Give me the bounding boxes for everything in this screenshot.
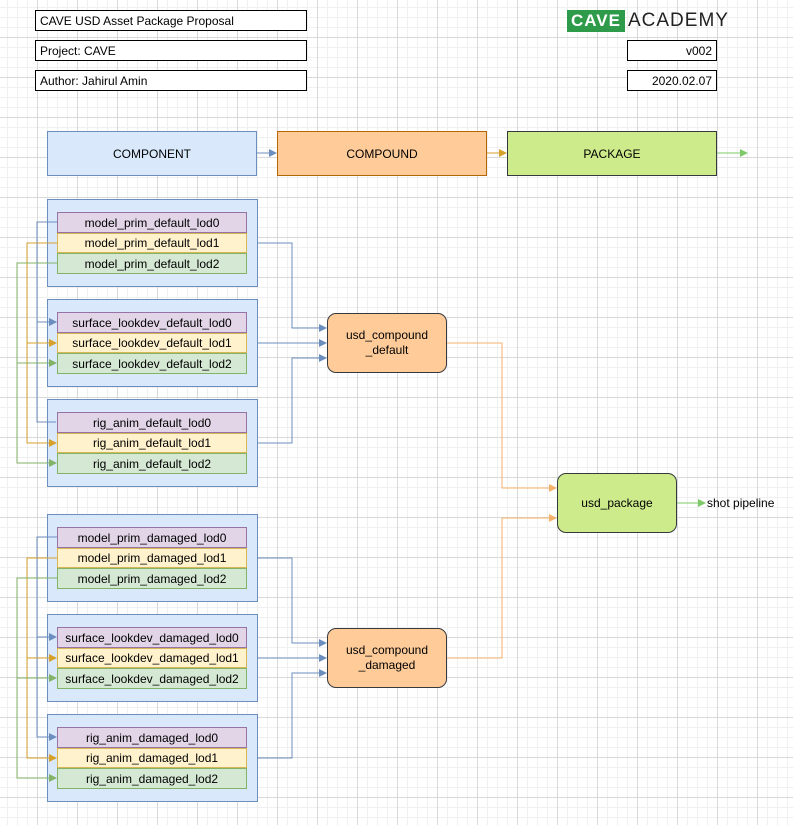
shot-pipeline-label: shot pipeline [707, 496, 775, 510]
legend-package: PACKAGE [507, 131, 717, 176]
model-default-lod1: model_prim_default_lod1 [57, 233, 247, 253]
edge-compound-damaged-to-package [447, 514, 557, 659]
surface-damaged-lod0-label: surface_lookdev_damaged_lod0 [65, 630, 239, 645]
edge-model-default-to-compound [258, 242, 327, 332]
usd-compound-default-node: usd_compound _default [327, 313, 447, 373]
rig-damaged-lod2: rig_anim_damaged_lod2 [57, 768, 247, 789]
project-text: Project: CAVE [40, 43, 116, 58]
usd-package-node: usd_package [557, 473, 677, 533]
date-box: 2020.02.07 [627, 70, 717, 91]
rig-damaged-lod1-label: rig_anim_damaged_lod1 [85, 751, 219, 765]
rig-default-lod0: rig_anim_default_lod0 [57, 412, 247, 433]
model-default-lod2-label: model_prim_default_lod2 [84, 256, 220, 271]
legend-compound-label: COMPOUND [346, 146, 418, 161]
usd-compound-damaged-node: usd_compound _damaged [327, 628, 447, 688]
title-box: CAVE USD Asset Package Proposal [35, 10, 307, 31]
model-default-lod0-label: model_prim_default_lod0 [84, 215, 220, 230]
rig-default-lod0-label: rig_anim_default_lod0 [92, 415, 212, 430]
edge-rig-damaged-to-compound [258, 669, 327, 759]
surface-damaged-lod1-label: surface_lookdev_damaged_lod1 [65, 651, 239, 665]
edge-rig-default-to-compound [258, 354, 327, 444]
author-text: Author: Jahirul Amin [40, 73, 148, 88]
surface-default-lod0-label: surface_lookdev_default_lod0 [72, 315, 232, 330]
surface-damaged-lod2: surface_lookdev_damaged_lod2 [57, 668, 247, 689]
edge-compound-default-to-package [447, 342, 557, 492]
rig-default-lod1-label: rig_anim_default_lod1 [92, 436, 212, 450]
edge-model-damaged-to-compound [258, 557, 327, 647]
usd-compound-damaged-label: usd_compound _damaged [345, 643, 429, 672]
rig-damaged-lod1: rig_anim_damaged_lod1 [57, 748, 247, 768]
version-text: v002 [685, 43, 712, 58]
model-default-lod2: model_prim_default_lod2 [57, 253, 247, 274]
surface-damaged-lod2-label: surface_lookdev_damaged_lod2 [65, 671, 239, 686]
model-damaged-lod0-label: model_prim_damaged_lod0 [77, 530, 227, 545]
version-box: v002 [627, 40, 717, 61]
model-damaged-lod2: model_prim_damaged_lod2 [57, 568, 247, 589]
legend-compound: COMPOUND [277, 131, 487, 176]
date-text: 2020.02.07 [651, 73, 712, 88]
logo-word: ACADEMY [627, 10, 729, 31]
usd-compound-default-label: usd_compound _default [345, 328, 429, 357]
model-damaged-lod1: model_prim_damaged_lod1 [57, 548, 247, 568]
cave-academy-logo: CAVE ACADEMY [567, 9, 729, 33]
surface-damaged-lod1: surface_lookdev_damaged_lod1 [57, 648, 247, 668]
logo-mark: CAVE [567, 10, 625, 32]
usd-package-label: usd_package [581, 495, 653, 510]
model-default-lod0: model_prim_default_lod0 [57, 212, 247, 233]
surface-default-lod1: surface_lookdev_default_lod1 [57, 333, 247, 353]
surface-damaged-lod0: surface_lookdev_damaged_lod0 [57, 627, 247, 648]
legend-component: COMPONENT [47, 131, 257, 176]
model-damaged-lod0: model_prim_damaged_lod0 [57, 527, 247, 548]
model-damaged-lod1-label: model_prim_damaged_lod1 [77, 551, 227, 565]
rig-default-lod2: rig_anim_default_lod2 [57, 453, 247, 474]
rig-damaged-lod0-label: rig_anim_damaged_lod0 [85, 730, 219, 745]
rig-default-lod1: rig_anim_default_lod1 [57, 433, 247, 453]
model-damaged-lod2-label: model_prim_damaged_lod2 [77, 571, 227, 586]
title-text: CAVE USD Asset Package Proposal [40, 13, 234, 28]
surface-default-lod2-label: surface_lookdev_default_lod2 [72, 356, 232, 371]
rig-damaged-lod0: rig_anim_damaged_lod0 [57, 727, 247, 748]
legend-package-label: PACKAGE [583, 146, 641, 161]
legend-component-label: COMPONENT [113, 146, 191, 161]
rig-damaged-lod2-label: rig_anim_damaged_lod2 [85, 771, 219, 786]
model-default-lod1-label: model_prim_default_lod1 [84, 236, 220, 250]
author-box: Author: Jahirul Amin [35, 70, 307, 91]
rig-default-lod2-label: rig_anim_default_lod2 [92, 456, 212, 471]
surface-default-lod1-label: surface_lookdev_default_lod1 [72, 336, 232, 350]
surface-default-lod0: surface_lookdev_default_lod0 [57, 312, 247, 333]
project-box: Project: CAVE [35, 40, 307, 61]
surface-default-lod2: surface_lookdev_default_lod2 [57, 353, 247, 374]
